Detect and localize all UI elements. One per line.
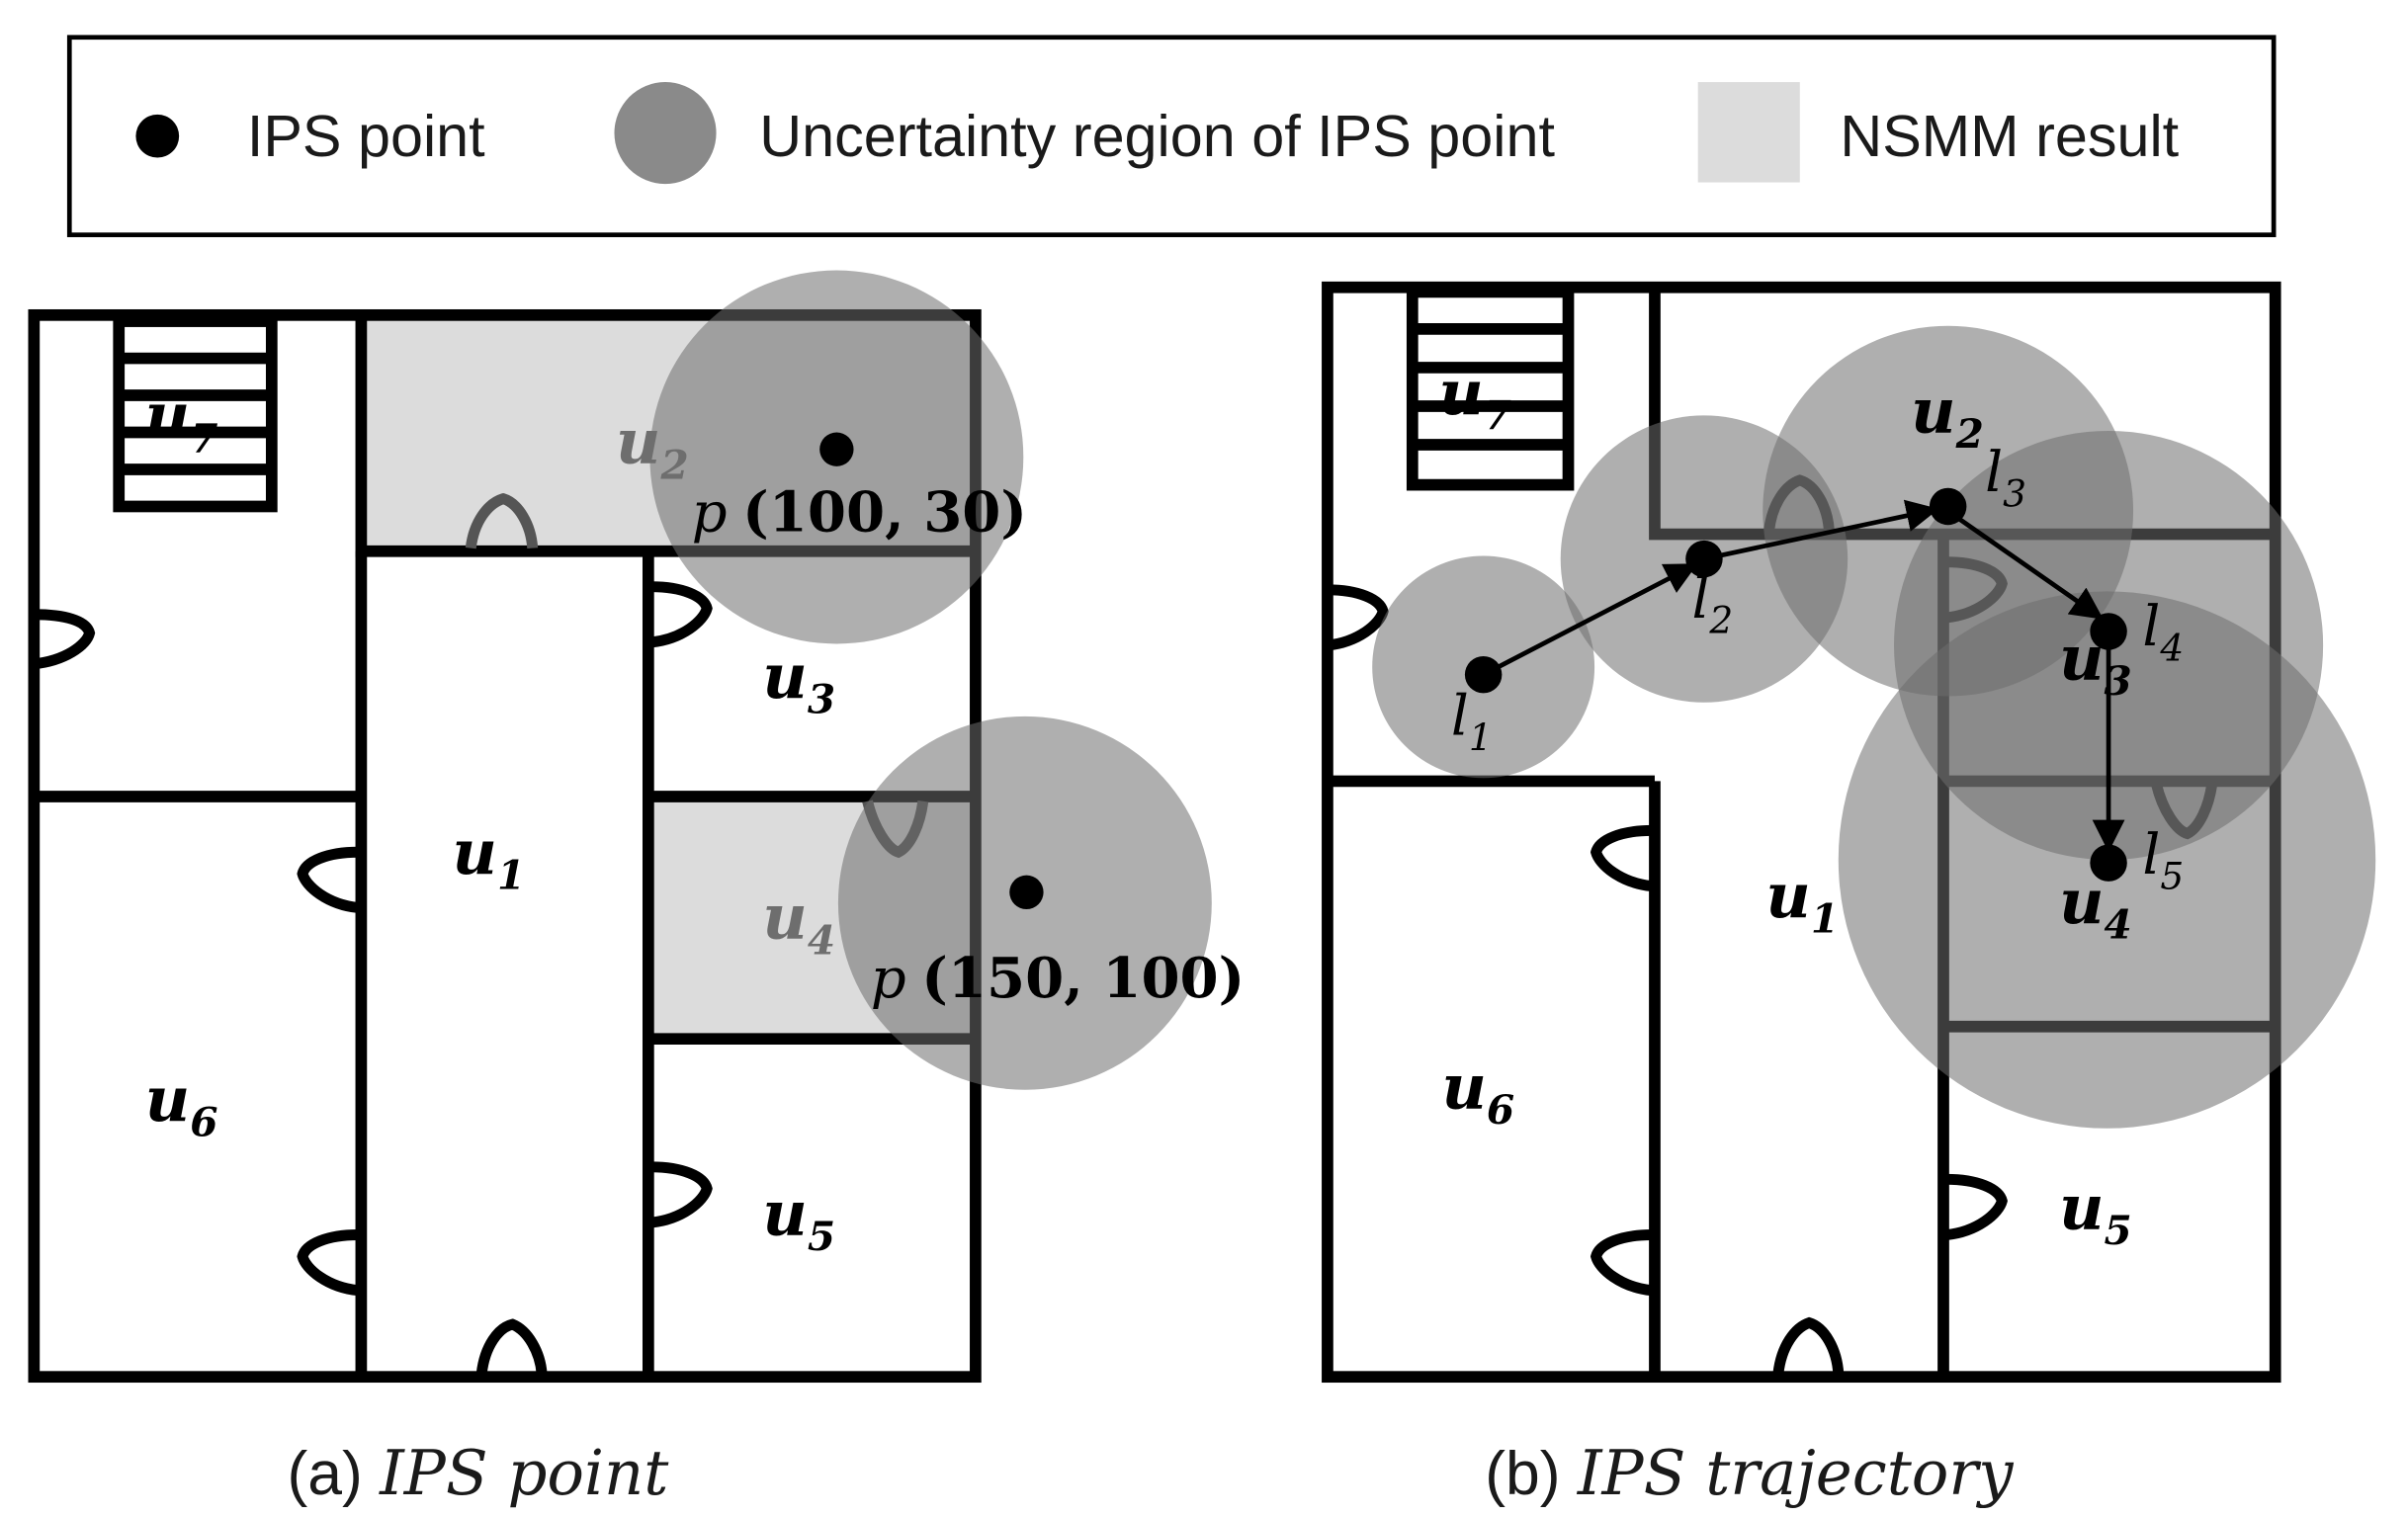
room-label-u4-a: u4 (762, 881, 835, 965)
legend-uncertainty-marker (614, 82, 717, 185)
room-label-u4-b: u4 (2059, 865, 2132, 949)
ips-point-label-p2: p(150, 100) (871, 946, 1246, 1011)
trajectory-arrows (1482, 499, 2125, 853)
trajectory-point-l2 (1685, 540, 1723, 578)
room-label-u7-b: u7 (1438, 356, 1511, 440)
caption-b: (b) IPS trajectory (1485, 1437, 2014, 1509)
room-label-u3-b: u3 (2059, 621, 2132, 705)
panel-b: l1 l2 l3 l4 l5 u7 u2 u3 u1 u4 u6 u5 (b) … (1322, 281, 2376, 1509)
legend-box (66, 35, 2277, 237)
staircase-b (1406, 286, 1575, 491)
trajectory-label-l4: l4 (2142, 595, 2184, 670)
room-label-u6-a: u6 (145, 1062, 218, 1146)
room-label-u3-a: u3 (762, 639, 835, 723)
room-label-u2-a: u2 (616, 405, 689, 489)
trajectory-label-l1: l1 (1451, 685, 1493, 760)
room-label-u6-b: u6 (1441, 1050, 1514, 1134)
ips-point-p1 (819, 432, 854, 466)
legend-nsmm-marker (1697, 82, 1800, 183)
legend-uncertainty-label: Uncertainty region of IPS point (759, 103, 1555, 169)
caption-a: (a) IPS point (287, 1437, 669, 1509)
legend-ips-point-label: IPS point (247, 103, 485, 169)
staircase-a (113, 315, 278, 513)
room-label-u7-a: u7 (145, 379, 218, 463)
room-label-u5-b: u5 (2059, 1170, 2132, 1254)
room-label-u5-a: u5 (762, 1177, 835, 1261)
trajectory-point-l3 (1929, 487, 1967, 526)
trajectory-label-l5: l5 (2142, 823, 2184, 898)
room-label-u1-a: u1 (453, 815, 526, 899)
trajectory-label-l2: l2 (1691, 567, 1733, 642)
room-label-u1-b: u1 (1765, 859, 1839, 943)
legend: IPS point Uncertainty region of IPS poin… (66, 35, 2277, 237)
trajectory-point-l1 (1464, 655, 1503, 694)
trajectory-point-l5 (2090, 844, 2127, 882)
trajectory-point-l4 (2090, 613, 2127, 650)
trajectory-label-l3: l3 (1985, 441, 2026, 516)
room-label-u2-b: u2 (1911, 375, 1984, 459)
ips-point-p2 (1009, 875, 1044, 910)
panel-a: p(100, 30) p(150, 100) u7 u2 u3 u1 u4 u6… (28, 270, 1246, 1509)
legend-nsmm-label: NSMM result (1840, 103, 2179, 169)
ips-point-label-p1: p(100, 30) (692, 479, 1027, 545)
legend-ips-point-marker (135, 114, 180, 158)
